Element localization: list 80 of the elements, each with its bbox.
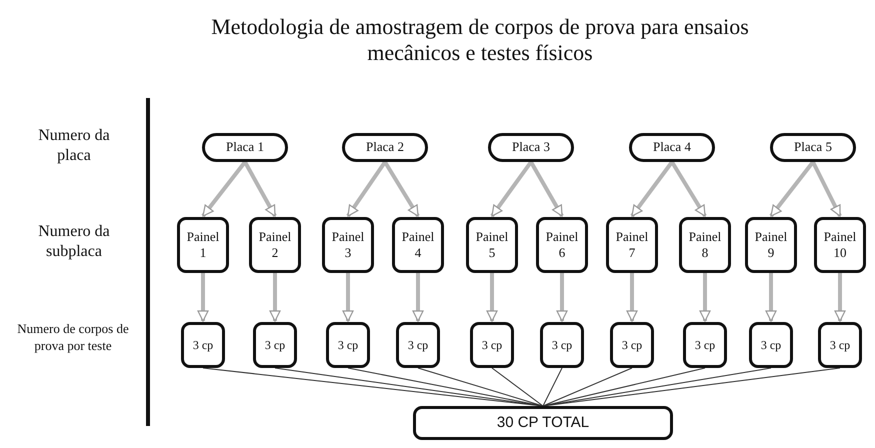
panel-box xyxy=(745,217,797,273)
arrow xyxy=(626,273,638,322)
arrow xyxy=(486,273,498,322)
panel-box xyxy=(249,217,301,273)
arrow xyxy=(769,160,815,218)
specimen-count-box xyxy=(181,322,225,368)
node-text: Placa 4 xyxy=(652,139,692,156)
arrow xyxy=(670,160,707,218)
arrow xyxy=(834,273,846,322)
arrow xyxy=(765,273,777,322)
node-text: Painel 6 xyxy=(544,228,580,262)
node-text: 3 cp xyxy=(406,338,430,352)
node-text: 3 cp xyxy=(620,338,644,352)
arrow xyxy=(346,160,387,218)
arrow xyxy=(243,161,277,217)
connector-line xyxy=(418,368,544,406)
node-text: Painel 8 xyxy=(688,228,722,262)
specimen-count-box xyxy=(540,322,584,368)
plate-label-box xyxy=(488,133,574,162)
node-text: Painel 3 xyxy=(330,228,366,262)
arrow xyxy=(529,161,564,217)
specimen-count-box xyxy=(749,322,793,368)
arrow xyxy=(811,161,842,217)
arrow xyxy=(412,273,424,322)
specimen-count-box xyxy=(683,322,727,368)
node-text: Painel 10 xyxy=(822,228,858,262)
total-box xyxy=(413,406,673,440)
plate-label-box xyxy=(770,133,856,162)
arrow xyxy=(630,160,674,218)
specimen-count-box xyxy=(253,322,297,368)
node-text: Painel 1 xyxy=(186,228,220,262)
node-text: 3 cp xyxy=(480,338,504,352)
specimen-count-box xyxy=(818,322,862,368)
plate-label-box xyxy=(202,133,288,162)
specimen-count-box xyxy=(610,322,654,368)
node-text: Placa 2 xyxy=(365,139,405,156)
panel-box xyxy=(536,217,588,273)
panel-box xyxy=(322,217,374,273)
arrow xyxy=(556,273,568,322)
node-text: Placa 1 xyxy=(225,139,265,156)
node-text: 3 cp xyxy=(336,338,360,352)
node-text: Painel 5 xyxy=(474,228,510,262)
arrow xyxy=(490,160,533,218)
plate-label-box xyxy=(342,133,428,162)
node-text: 3 cp xyxy=(828,338,852,352)
node-text: Painel 7 xyxy=(614,228,650,262)
panel-box xyxy=(466,217,518,273)
node-text: 3 cp xyxy=(192,338,214,352)
node-text: Painel 9 xyxy=(754,228,788,262)
node-text: 3 cp xyxy=(760,338,782,352)
arrow xyxy=(383,160,420,218)
node-text: Painel 2 xyxy=(258,228,292,262)
row-label: Numero de corpos de prova por teste xyxy=(16,320,130,354)
arrow xyxy=(342,273,354,322)
specimen-count-box xyxy=(396,322,440,368)
node-text: Placa 5 xyxy=(793,139,833,156)
node-text: 30 CP TOTAL xyxy=(496,414,590,432)
diagram-title: Metodologia de amostragem de corpos de prova para ensaios mecânicos e testes físicos xyxy=(210,14,750,66)
panel-box xyxy=(177,217,229,273)
node-text: 3 cp xyxy=(550,338,574,352)
row-label: Numero da subplaca xyxy=(37,222,111,262)
panel-box xyxy=(606,217,658,273)
row-label: Numero da placa xyxy=(37,126,111,166)
node-text: 3 cp xyxy=(264,338,286,352)
node-text: Painel 4 xyxy=(400,228,436,262)
arrow xyxy=(269,273,281,322)
node-text: 3 cp xyxy=(694,338,716,352)
connector-line xyxy=(542,368,562,406)
panel-box xyxy=(392,217,444,273)
specimen-count-box xyxy=(470,322,514,368)
arrow xyxy=(197,273,209,322)
panel-box xyxy=(814,217,866,273)
panel-box xyxy=(679,217,731,273)
plate-label-box xyxy=(629,133,715,162)
arrow xyxy=(699,273,711,322)
connector-line xyxy=(542,368,632,406)
connector-line xyxy=(492,368,544,406)
specimen-count-box xyxy=(326,322,370,368)
arrow xyxy=(201,160,247,218)
node-text: Placa 3 xyxy=(511,139,551,156)
